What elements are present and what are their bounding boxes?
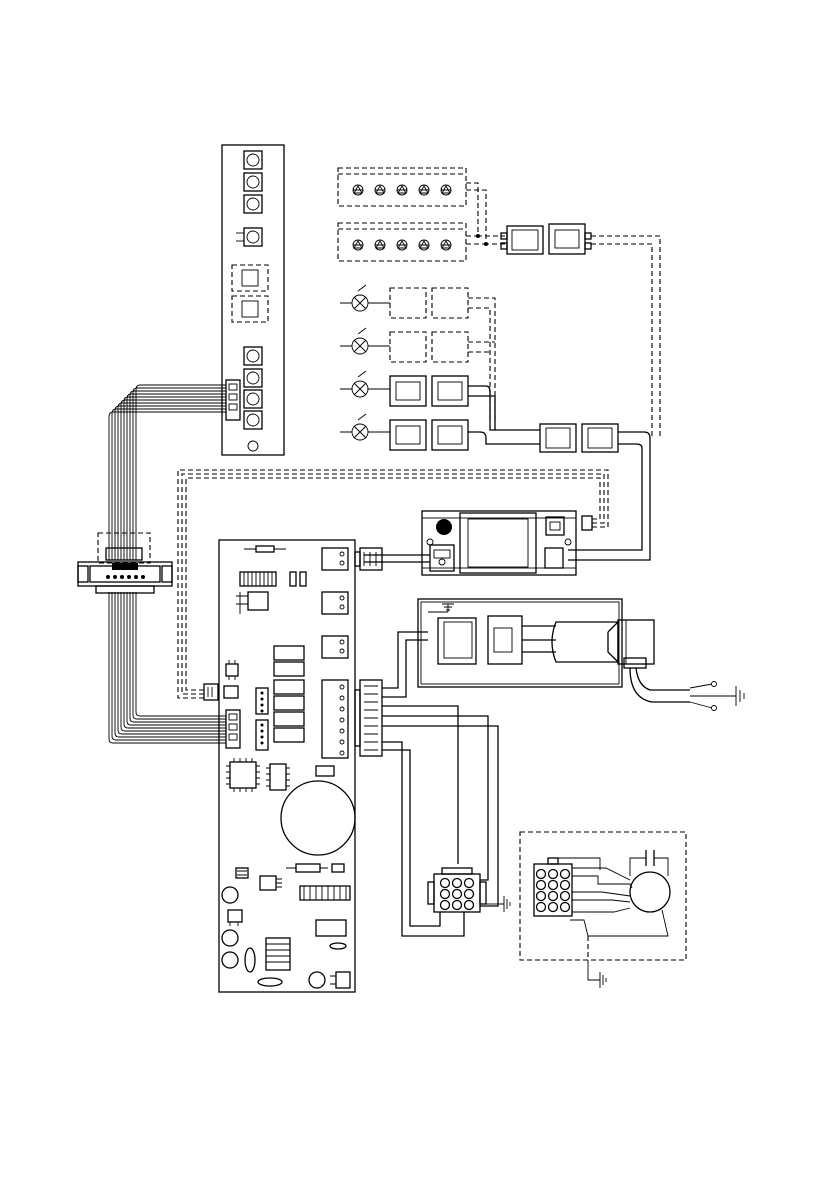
seven-segment-digit: [232, 265, 268, 291]
fan-motor: [630, 872, 670, 912]
motor-power-cord: [630, 668, 744, 711]
panel-header-connector: [226, 380, 240, 420]
relay-terminal: [322, 548, 348, 570]
power-module: [178, 470, 608, 698]
lamp-connector: [540, 424, 650, 560]
motor-unit: [418, 599, 654, 687]
seven-segment-digit: [232, 296, 268, 322]
ribbon-cable-connector: [78, 533, 172, 593]
led-connector: [501, 224, 660, 436]
relay: [274, 646, 304, 660]
voltage-regulator: [260, 876, 282, 890]
fan-motor-assembly: [520, 832, 686, 988]
microcontroller: [226, 758, 260, 792]
relay: [274, 712, 304, 726]
panel-key: [244, 369, 262, 387]
relay: [274, 662, 304, 676]
led-strip-2: [338, 223, 466, 261]
led: [353, 185, 363, 195]
led: [375, 240, 385, 250]
board-ribbon-socket: [226, 710, 240, 748]
ground-symbol: [730, 686, 744, 706]
motor: [552, 620, 654, 668]
fuse-holder: [330, 972, 350, 988]
wire: [382, 750, 440, 926]
display-panel: [222, 145, 284, 455]
pin-header: [256, 720, 268, 750]
lamp-optional: [340, 328, 495, 362]
pin-header: [256, 688, 268, 714]
wire: [382, 742, 464, 936]
panel-led: [248, 441, 258, 451]
capacitor: [281, 781, 355, 855]
panel-key: [244, 411, 262, 429]
terminal-block: [322, 680, 348, 758]
panel-key: [244, 195, 262, 213]
led-strip-1: [338, 168, 466, 206]
ic-chip: [240, 572, 276, 586]
led: [419, 185, 429, 195]
transistor: [236, 592, 268, 614]
relay: [274, 696, 304, 710]
led: [441, 240, 451, 250]
board-output-plug: [360, 548, 382, 570]
panel-key: [244, 173, 262, 191]
ground-symbol: [500, 896, 510, 912]
wire: [382, 706, 458, 864]
relay-terminal: [322, 592, 348, 614]
main-control-board: [204, 540, 382, 992]
heat-sink: [300, 886, 350, 900]
fan-connector: [534, 858, 572, 916]
led: [397, 240, 407, 250]
transformer: [266, 938, 290, 970]
relay: [274, 728, 304, 742]
led: [419, 240, 429, 250]
relay: [274, 680, 304, 694]
led: [375, 185, 385, 195]
panel-key: [244, 347, 262, 365]
lamp: [340, 371, 540, 430]
lamp: [340, 396, 540, 450]
led: [397, 185, 407, 195]
board-output-connector: [355, 680, 382, 756]
relay-terminal: [322, 636, 348, 658]
small-component: [226, 660, 238, 680]
panel-key: [244, 151, 262, 169]
panel-key: [236, 228, 262, 246]
ground-symbol: [596, 972, 606, 988]
wire: [382, 716, 488, 880]
ic-chip: [266, 764, 290, 790]
led-strip-wires: [466, 183, 505, 246]
panel-key: [244, 390, 262, 408]
board-aux-socket: [204, 684, 218, 700]
led: [441, 185, 451, 195]
led: [353, 240, 363, 250]
